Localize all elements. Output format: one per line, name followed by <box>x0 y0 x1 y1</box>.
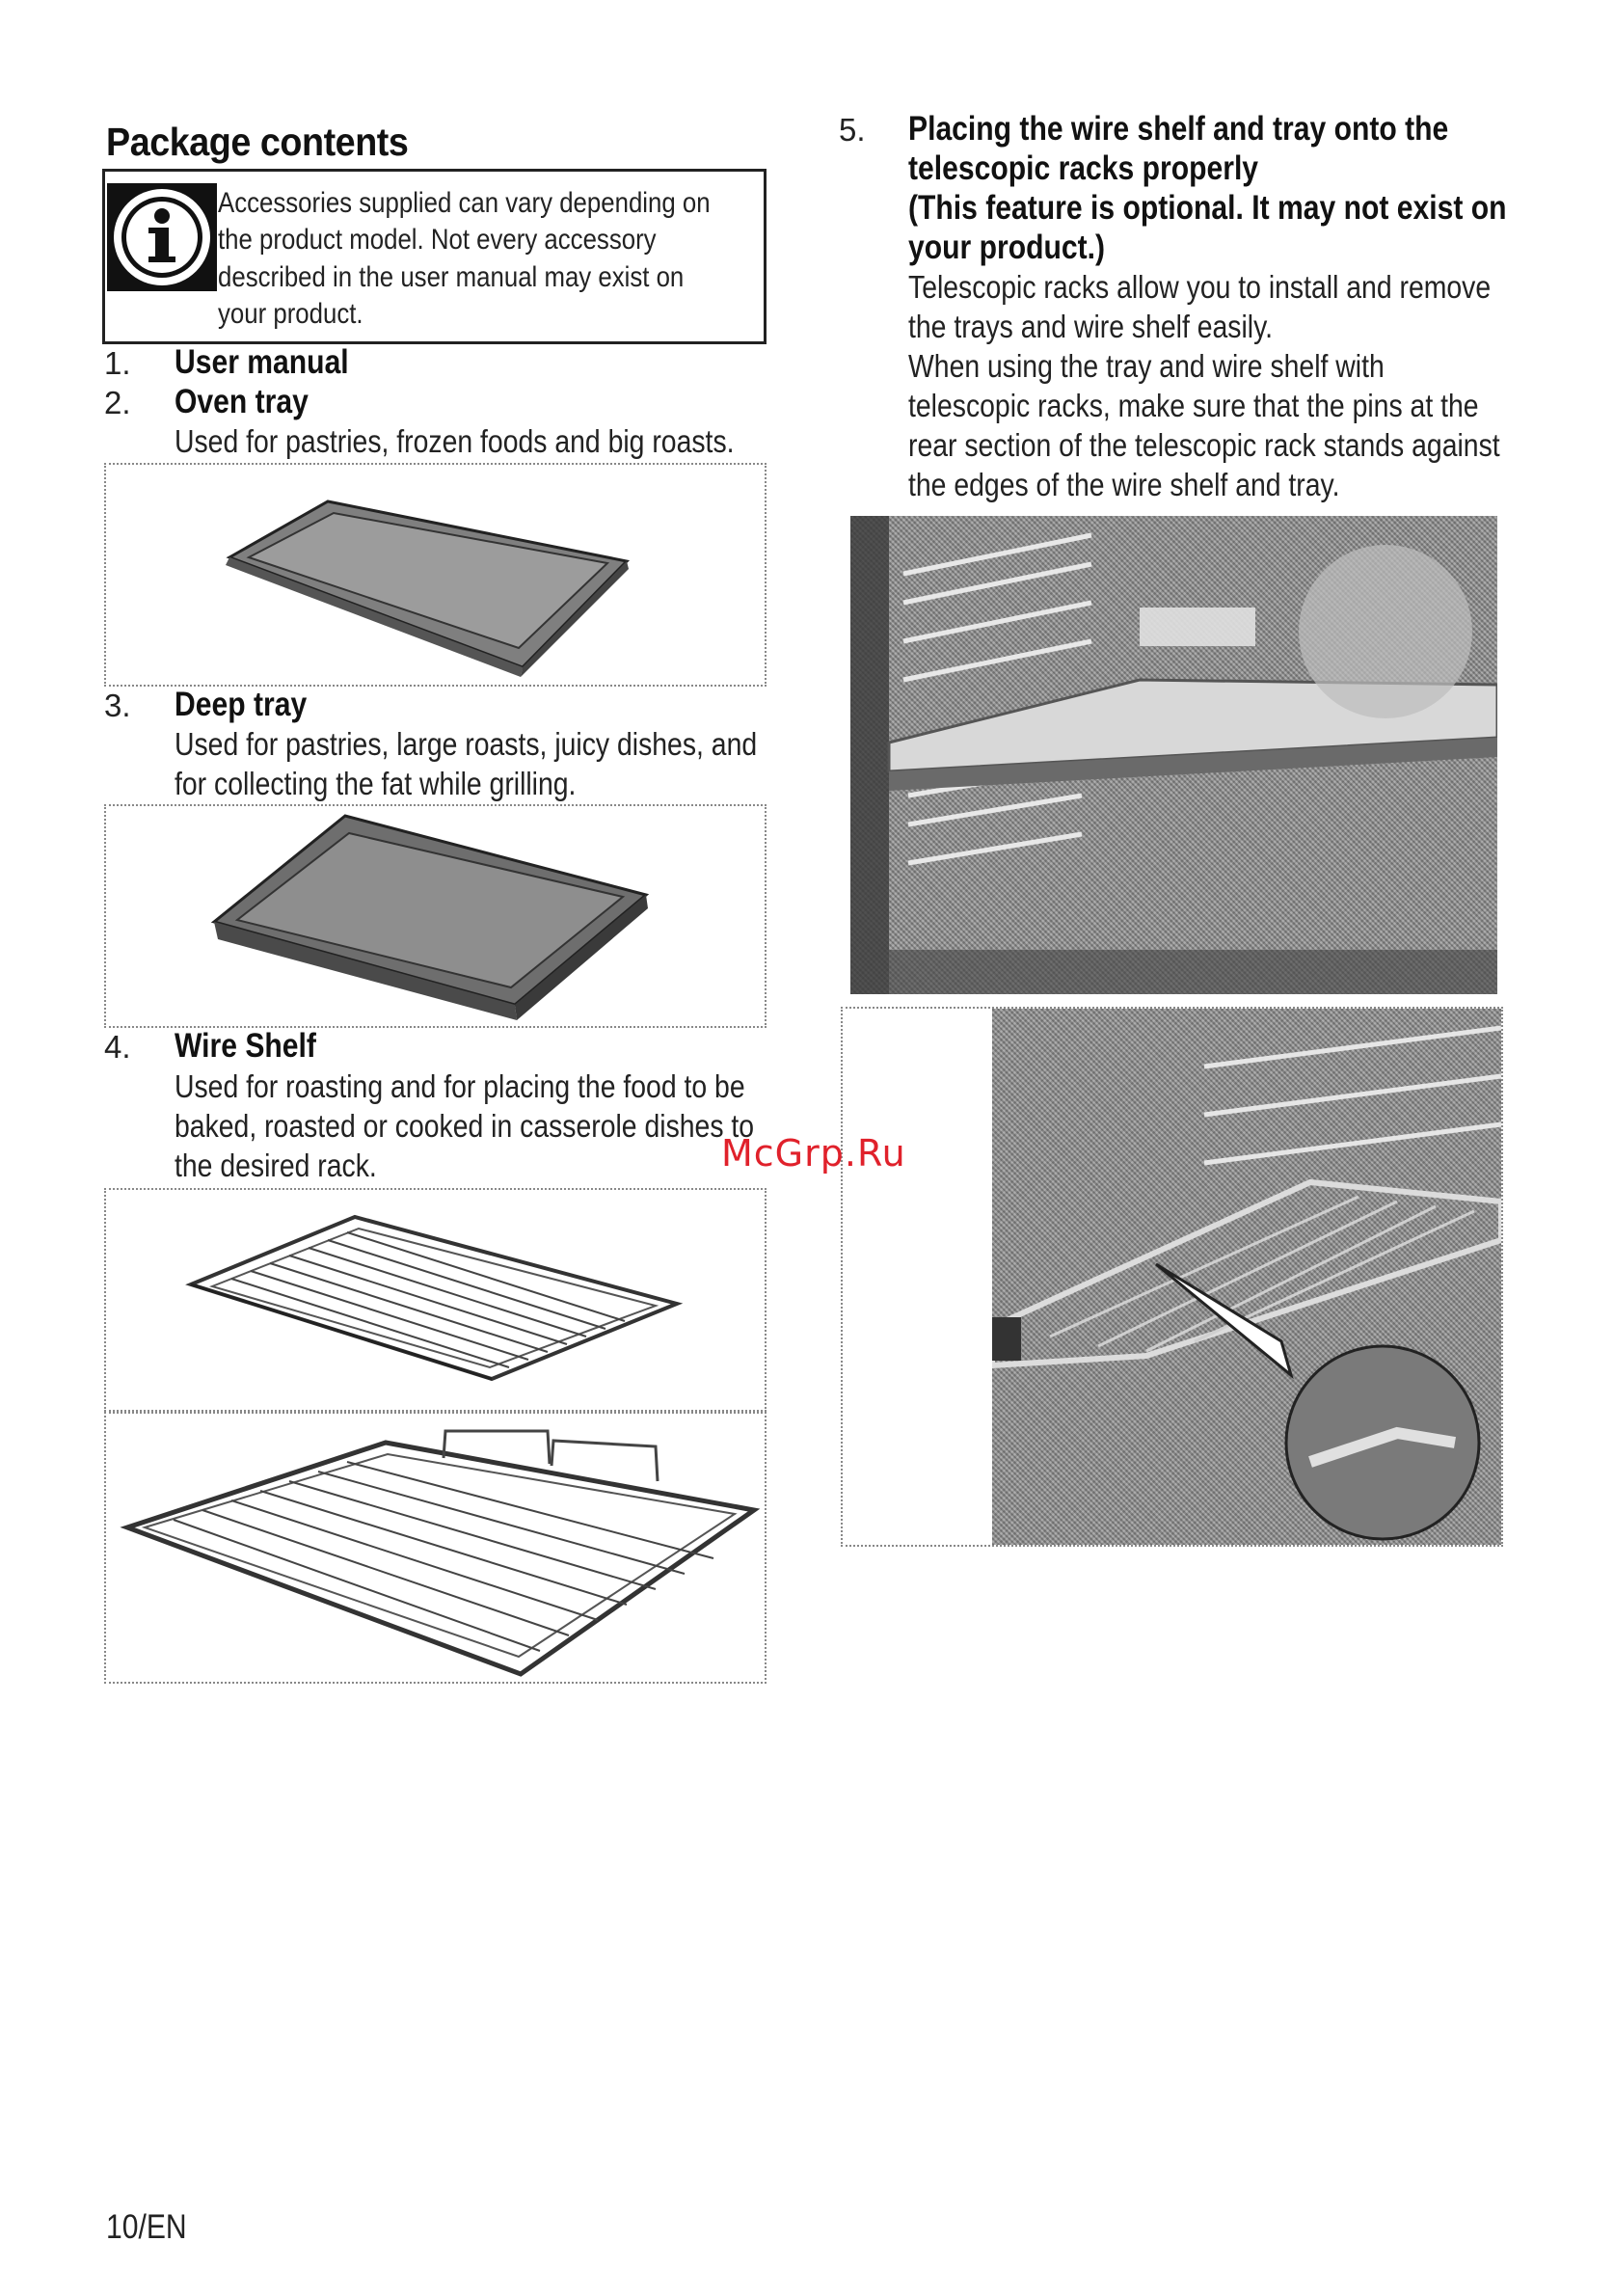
page-title: Package contents <box>106 120 409 164</box>
oven-tray-figure <box>104 463 767 687</box>
item-description: Telescopic racks allow you to install an… <box>908 269 1492 305</box>
item-title-telescopic: Placing the wire shelf and tray onto the <box>908 110 1449 148</box>
wire-shelf-figure-1 <box>104 1188 767 1412</box>
page-number: 10/EN <box>106 2208 187 2246</box>
item-description: telescopic racks, make sure that the pin… <box>908 388 1479 423</box>
telescopic-rack-photo-2-frame <box>841 1007 1504 1547</box>
item-number: 4. <box>104 1029 131 1065</box>
oven-interior-illustration <box>850 516 1499 994</box>
wire-shelf-illustration <box>120 1429 761 1677</box>
item-description: baked, roasted or cooked in casserole di… <box>175 1108 755 1144</box>
deep-tray-figure <box>104 804 767 1028</box>
item-number: 2. <box>104 385 131 420</box>
item-description: for collecting the fat while grilling. <box>175 766 577 801</box>
item-description: When using the tray and wire shelf with <box>908 348 1385 384</box>
telescopic-rack-photo-1 <box>850 516 1499 994</box>
item-description: Used for roasting and for placing the fo… <box>175 1068 745 1104</box>
item-number: 3. <box>104 688 131 723</box>
item-title-user-manual: User manual <box>175 343 349 381</box>
item-title-telescopic: telescopic racks properly <box>908 149 1259 187</box>
item-description: Used for pastries, large roasts, juicy d… <box>175 726 758 762</box>
item-title-telescopic: (This feature is optional. It may not ex… <box>908 189 1507 227</box>
oven-tray-illustration <box>226 500 631 677</box>
item-title-deep-tray: Deep tray <box>175 686 308 723</box>
item-description: Used for pastries, frozen foods and big … <box>175 423 735 459</box>
info-note-line: described in the user manual may exist o… <box>218 261 685 293</box>
item-number: 5. <box>839 112 866 148</box>
item-number: 1. <box>104 345 131 381</box>
wire-shelf-illustration <box>185 1214 684 1382</box>
item-description: the edges of the wire shelf and tray. <box>908 467 1340 502</box>
telescopic-rack-photo-2 <box>989 1009 1504 1545</box>
watermark: McGrp.Ru <box>721 1132 906 1175</box>
wire-shelf-figure-2 <box>104 1412 767 1684</box>
item-description: the trays and wire shelf easily. <box>908 309 1274 344</box>
info-note-line: the product model. Not every accessory <box>218 224 657 256</box>
item-description: the desired rack. <box>175 1148 377 1183</box>
item-description: rear section of the telescopic rack stan… <box>908 427 1500 463</box>
item-title-oven-tray: Oven tray <box>175 383 309 420</box>
info-note: Accessories supplied can vary depending … <box>102 169 767 344</box>
item-title-wire-shelf: Wire Shelf <box>175 1027 316 1065</box>
info-icon <box>107 183 217 291</box>
telescopic-pin-illustration <box>989 1025 1504 1541</box>
info-note-line: your product. <box>218 298 363 330</box>
info-note-line: Accessories supplied can vary depending … <box>218 187 711 219</box>
deep-tray-illustration <box>210 814 650 1020</box>
item-title-telescopic: your product.) <box>908 229 1106 266</box>
